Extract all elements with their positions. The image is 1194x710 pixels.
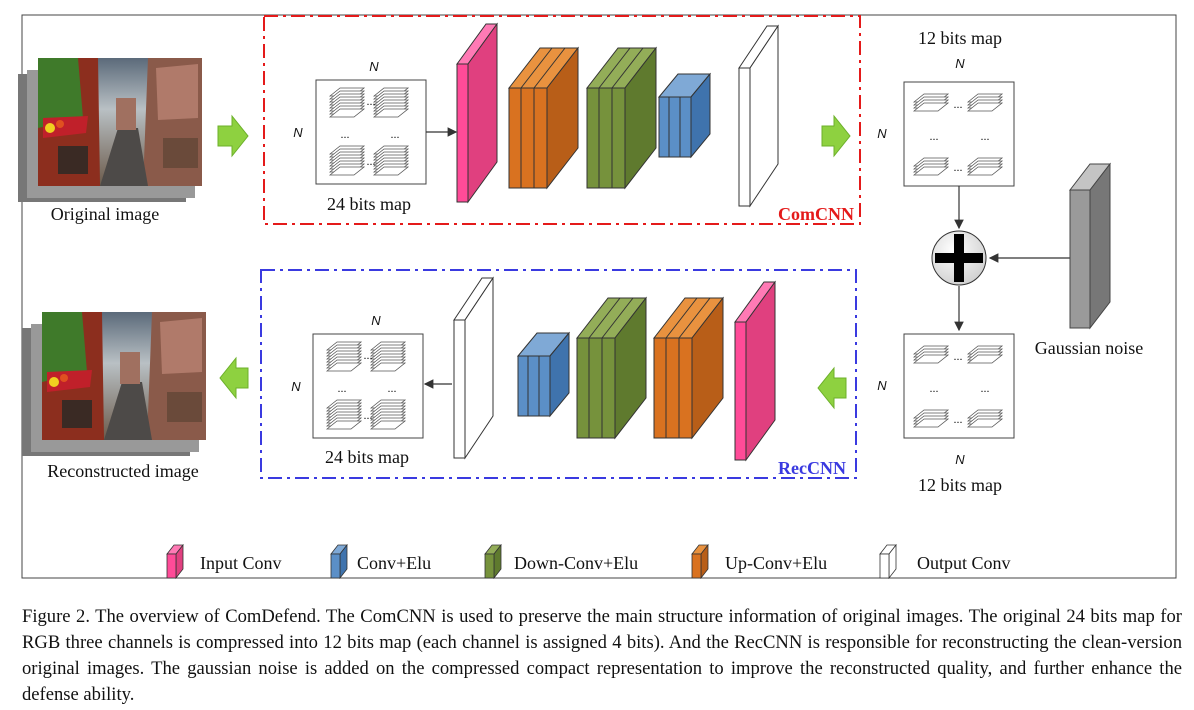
legend-conv-elu: Conv+Elu	[330, 543, 431, 580]
reccnn-box	[260, 269, 857, 479]
ellipsis: ...	[981, 129, 990, 143]
ellipsis: ...	[981, 381, 990, 395]
legend-up-conv-elu: Up-Conv+Elu	[691, 543, 827, 580]
legend: Input Conv Conv+Elu Down-Conv+Elu Up-Con…	[166, 543, 1011, 580]
bits12-label-bottom: 12 bits map	[918, 475, 1002, 495]
legend-label: Output Conv	[917, 553, 1011, 573]
comcnn-conv-elu	[657, 72, 712, 159]
bits24-map-top: N N ... ... ... ...	[293, 59, 427, 185]
ellipsis: ...	[367, 94, 376, 108]
ellipsis: ...	[954, 97, 963, 111]
comdefend-diagram: Original image ComCNN N N ... ... ... ..…	[18, 14, 1177, 580]
reccnn-up-conv	[652, 296, 725, 440]
figure-caption: Figure 2. The overview of ComDefend. The…	[22, 606, 1182, 705]
comcnn-box	[263, 15, 861, 225]
input-arrow-icon	[217, 114, 249, 158]
dim-label-side-n: N	[293, 125, 303, 140]
ellipsis: ...	[367, 154, 376, 168]
reccnn-label: RecCNN	[778, 458, 846, 478]
bits24-label-top: 24 bits map	[327, 194, 411, 214]
dim-label-top-n: N	[955, 56, 965, 71]
add-node-icon	[931, 230, 987, 286]
comcnn-output-conv	[738, 24, 779, 208]
ellipsis: ...	[364, 408, 373, 422]
dim-label-top-n: N	[369, 59, 379, 74]
comcnn-up-conv	[507, 46, 580, 190]
reccnn-output-conv	[453, 276, 494, 460]
comcnn-input-conv	[456, 22, 498, 204]
bits12-map-top: ... ... ... ...	[903, 81, 1015, 187]
legend-input-conv: Input Conv	[166, 543, 282, 580]
legend-down-conv-elu: Down-Conv+Elu	[484, 543, 638, 580]
gaussian-noise-label: Gaussian noise	[1035, 338, 1143, 358]
original-image-label: Original image	[51, 204, 159, 224]
ellipsis: ...	[954, 160, 963, 174]
reccnn-input-arrow-icon	[817, 366, 847, 410]
original-image	[18, 58, 202, 202]
ellipsis: ...	[391, 127, 400, 141]
reconstructed-image	[22, 312, 206, 456]
ellipsis: ...	[341, 127, 350, 141]
ellipsis: ...	[930, 381, 939, 395]
bits12-label-top: 12 bits map	[918, 28, 1002, 48]
ellipsis: ...	[930, 129, 939, 143]
comcnn-down-conv	[585, 46, 658, 190]
dim-label-side-n: N	[877, 378, 887, 393]
ellipsis: ...	[364, 348, 373, 362]
output-arrow-icon	[219, 356, 249, 400]
ellipsis: ...	[388, 381, 397, 395]
dim-label-top-n: N	[371, 313, 381, 328]
reccnn-down-conv	[575, 296, 648, 440]
legend-output-conv: Output Conv	[879, 543, 1011, 580]
reccnn-input-conv	[734, 280, 776, 462]
reconstructed-image-label: Reconstructed image	[47, 461, 198, 481]
bits24-map-bottom: N N ... ... ... ...	[291, 313, 424, 439]
bits12-map-bottom: ... ... ... ...	[903, 333, 1015, 439]
ellipsis: ...	[954, 412, 963, 426]
legend-label: Up-Conv+Elu	[725, 553, 827, 573]
ellipsis: ...	[338, 381, 347, 395]
dim-label-side-n: N	[291, 379, 301, 394]
legend-label: Conv+Elu	[357, 553, 431, 573]
dim-label-bottom-n: N	[955, 452, 965, 467]
legend-label: Down-Conv+Elu	[514, 553, 638, 573]
reccnn-conv-elu	[516, 331, 571, 418]
dim-label-side-n: N	[877, 126, 887, 141]
comcnn-label: ComCNN	[778, 204, 854, 224]
comcnn-output-arrow-icon	[821, 114, 851, 158]
bits24-label-bottom: 24 bits map	[325, 447, 409, 467]
legend-label: Input Conv	[200, 553, 282, 573]
ellipsis: ...	[954, 349, 963, 363]
gaussian-noise-block	[1068, 162, 1112, 330]
